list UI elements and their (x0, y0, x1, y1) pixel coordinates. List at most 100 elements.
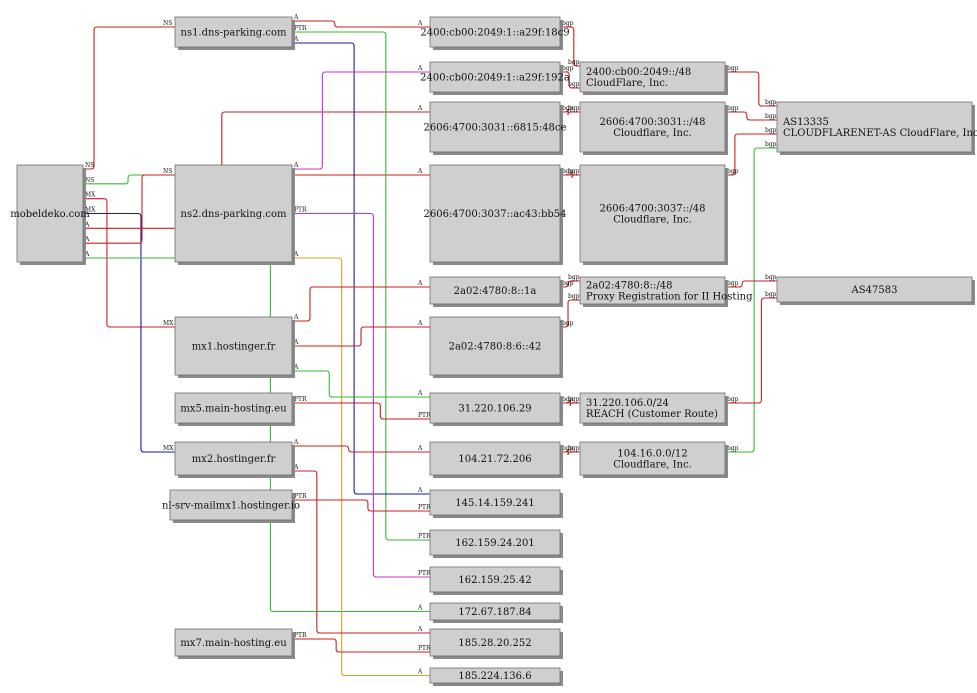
node-ip4g[interactable]: 185.28.20.252 (429, 628, 563, 659)
node-label: 2606:4700:3031::/48 (600, 117, 706, 128)
node-ip4d[interactable]: 162.159.24.201 (429, 529, 563, 558)
edge-label-target: bgp (568, 274, 580, 281)
edge-label-source: NS (85, 162, 94, 169)
node-mx5[interactable]: mx5.main-hosting.eu (174, 392, 295, 426)
edge-label-source: A (84, 251, 90, 258)
node-ip4f[interactable]: 172.67.187.84 (429, 602, 563, 623)
edge-ip6e-pfx4 (560, 280, 580, 288)
edge-label-source: A (293, 314, 299, 321)
edge-label-source: A (293, 14, 299, 21)
edge-label-target: bgp (765, 291, 777, 298)
edge-ip6a-pfx1 (560, 26, 580, 67)
node-ip4e[interactable]: 162.159.25.42 (429, 566, 563, 595)
node-label: 172.67.187.84 (458, 607, 531, 618)
node-ip4c[interactable]: 145.14.159.241 (429, 489, 563, 518)
node-ip4b[interactable]: 104.21.72.206 (429, 441, 563, 478)
edge-domain-ip6d (83, 174, 430, 244)
edge-label-target: A (417, 626, 423, 633)
node-layer: mobeldeko.com ns1.dns-parking.com ns2.dns-… (10, 16, 977, 686)
edge-label-source: bgp (727, 168, 739, 175)
node-label: CLOUDFLARENET-AS CloudFlare, Inc. (783, 128, 977, 139)
node-label: 162.159.25.42 (458, 575, 531, 586)
edge-label-source: bgp (562, 280, 574, 287)
edge-label-source: bgp (562, 320, 574, 327)
edge-label-target: A (417, 65, 423, 72)
edge-label-target: A (417, 487, 423, 494)
edge-label-source: A (84, 236, 90, 243)
node-label: 185.224.136.6 (458, 671, 531, 682)
node-label: Cloudflare, Inc. (613, 215, 692, 226)
edge-pfx4-as2 (725, 280, 777, 288)
node-ip4a[interactable]: 31.220.106.29 (429, 392, 563, 426)
node-label: 2400:cb00:2049::/48 (586, 67, 691, 78)
edge-label-target: bgp (568, 168, 580, 175)
node-label: AS13335 (782, 117, 829, 128)
node-ip6e[interactable]: 2a02:4780:8::1a (429, 276, 563, 307)
edge-label-target: PTR (418, 504, 431, 511)
node-mx2[interactable]: mx2.hostinger.fr (174, 441, 295, 478)
edge-label-source: bgp (727, 105, 739, 112)
edge-label-target: MX (163, 445, 174, 452)
edge-domain-ns1 (83, 26, 175, 170)
edge-label-source: PTR (294, 396, 307, 403)
node-ip4h[interactable]: 185.224.136.6 (429, 667, 563, 686)
node-label: 2a02:4780:8::/48 (586, 281, 672, 292)
edge-label-target: A (417, 105, 423, 112)
edge-label-source: PTR (294, 632, 307, 639)
edge-ns1-ip6a (292, 20, 430, 28)
edge-label-source: bgp (562, 445, 574, 452)
edge-label-target: A (417, 280, 423, 287)
node-label: CloudFlare, Inc. (586, 78, 668, 89)
edge-label-target: bgp (765, 274, 777, 281)
node-label: 104.16.0.0/12 (617, 449, 687, 460)
edge-mx1-ip4a (292, 370, 430, 398)
node-label: 2400:cb00:2049:1::a29f:192a (420, 73, 570, 84)
node-ip6f[interactable]: 2a02:4780:8:6::42 (429, 316, 563, 378)
edge-domain-mx1 (83, 198, 175, 328)
node-label: 2400:cb00:2049:1::a29f:18c9 (420, 28, 569, 39)
node-ip6c[interactable]: 2606:4700:3031::6815:48ce (424, 101, 567, 155)
node-ip6a[interactable]: 2400:cb00:2049:1::a29f:18c9 (420, 16, 570, 50)
edge-label-target: bgp (765, 113, 777, 120)
node-label: mx5.main-hosting.eu (180, 404, 287, 415)
node-nlsrv[interactable]: nl-srv-mailmx1.hostinger.io (162, 489, 300, 523)
edge-domain-ns2 (83, 174, 175, 185)
node-ns1[interactable]: ns1.dns-parking.com (174, 16, 295, 50)
edge-ip6d-pfx3 (560, 171, 580, 179)
node-domain[interactable]: mobeldeko.com (10, 164, 90, 265)
edge-label-target: bgp (765, 99, 777, 106)
edge-label-source: A (293, 464, 299, 471)
edge-domain-mx2 (83, 212, 175, 453)
edge-label-target: A (417, 320, 423, 327)
node-as2[interactable]: AS47583 (776, 276, 975, 305)
node-label: mx7.main-hosting.eu (180, 638, 287, 649)
node-label: 104.21.72.206 (458, 454, 531, 465)
node-label: 31.220.106.29 (458, 404, 531, 415)
edge-ip6b-pfx1 (560, 71, 580, 89)
node-ip6d[interactable]: 2606:4700:3037::ac43:bb54 (423, 164, 567, 265)
node-mx7[interactable]: mx7.main-hosting.eu (174, 628, 295, 659)
edge-ip6c-pfx2 (560, 108, 580, 116)
edge-mx2-ip4b (292, 445, 430, 453)
edge-mx1-ip6e (292, 286, 430, 322)
edge-label-target: NS (163, 20, 172, 27)
node-label: 2606:4700:3037::/48 (600, 204, 706, 215)
node-label: AS47583 (851, 285, 898, 296)
edge-label-source: bgp (727, 65, 739, 72)
edge-label-target: A (417, 669, 423, 676)
node-ns2[interactable]: ns2.dns-parking.com (174, 164, 295, 265)
edge-label-target: A (417, 20, 423, 27)
node-mx1[interactable]: mx1.hostinger.fr (174, 316, 295, 378)
edge-label-source: bgp (727, 396, 739, 403)
node-ip6b[interactable]: 2400:cb00:2049:1::a29f:192a (420, 61, 570, 95)
edge-mx7-ip4g (292, 638, 430, 653)
edge-label-target: bgp (568, 81, 580, 88)
